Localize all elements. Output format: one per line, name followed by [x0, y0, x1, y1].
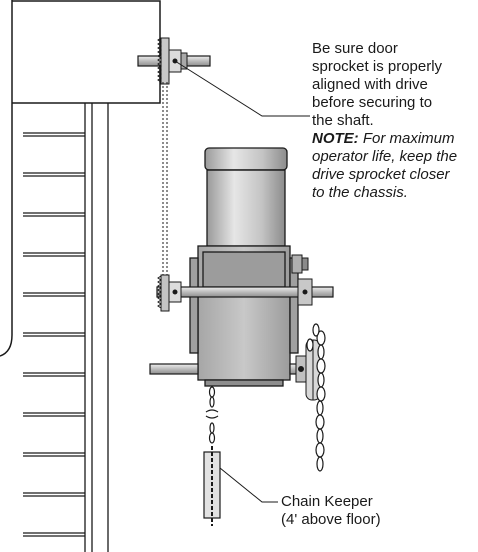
drive-chain	[162, 82, 168, 282]
leader-lines	[174, 60, 310, 503]
chain-keeper-callout: Chain Keeper (4' above floor)	[281, 493, 471, 529]
hand-chain-wheel	[295, 339, 321, 401]
drive-shaft-upper	[156, 286, 334, 298]
gearbox-housing	[189, 245, 299, 387]
note-line: NOTE: For maximum	[312, 130, 478, 148]
note-text: For maximum	[362, 130, 455, 147]
note-line: drive sprocket closer	[312, 166, 450, 183]
callout-line: aligned with drive	[312, 76, 428, 93]
door-sprocket	[157, 37, 188, 85]
right-upper-sprocket	[291, 254, 313, 306]
note-line: operator life, keep the	[312, 148, 458, 165]
chain-keeper	[203, 446, 221, 526]
leader-sprocket-alignment	[174, 60, 310, 117]
door-hood	[0, 0, 161, 357]
chain-keeper-height: (4' above floor)	[281, 511, 381, 528]
hanging-chain	[205, 386, 219, 444]
sprocket-alignment-callout: Be sure door sprocket is properly aligne…	[312, 40, 478, 202]
hand-chain	[306, 323, 326, 472]
door-panel	[23, 103, 109, 552]
note-label: NOTE:	[312, 130, 359, 147]
callout-line: Be sure door	[312, 40, 398, 57]
callout-line: before securing to	[312, 94, 433, 111]
door-slats	[23, 132, 85, 537]
leader-chain-keeper	[219, 467, 278, 503]
callout-line: sprocket is properly	[312, 58, 443, 75]
chain-keeper-label: Chain Keeper	[281, 493, 373, 510]
callout-line: the shaft.	[312, 112, 374, 129]
drive-sprocket	[157, 274, 182, 312]
motor	[204, 147, 288, 247]
note-line: to the chassis.	[312, 184, 408, 201]
